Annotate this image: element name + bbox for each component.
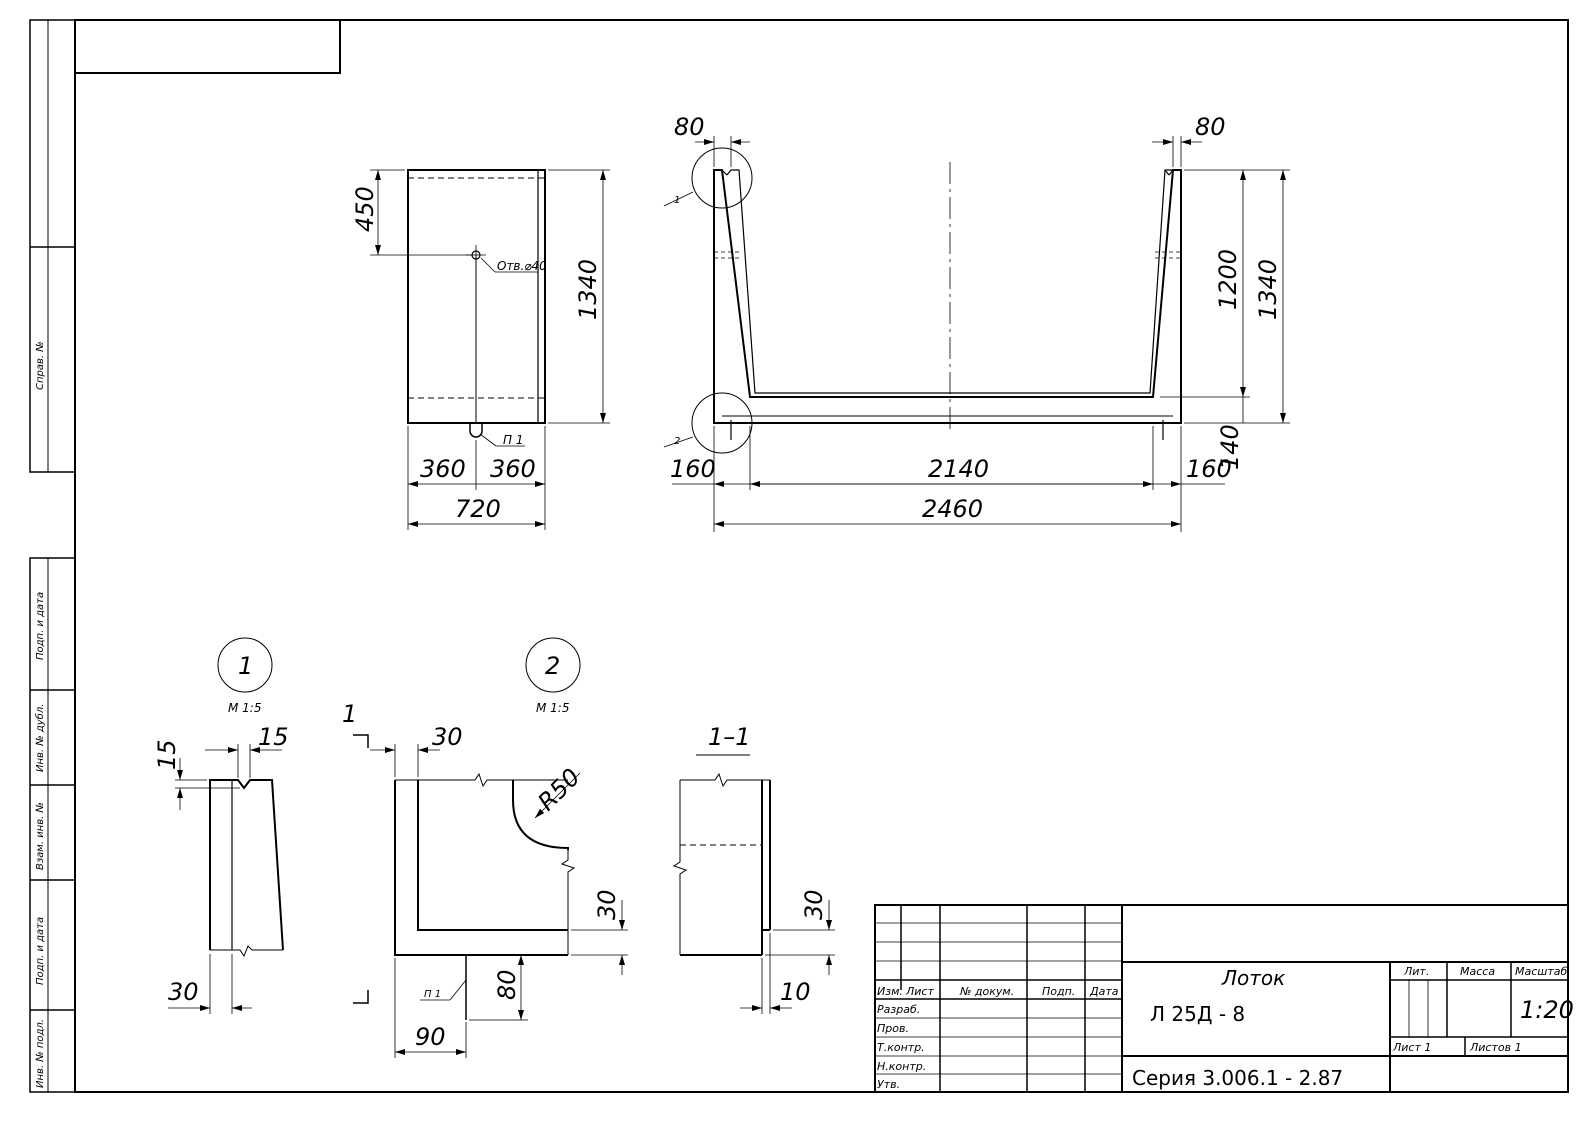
stamp-vzam-inv: Взам. инв. №	[35, 802, 46, 870]
detail-2-dim-90: 90	[415, 1023, 446, 1051]
row-razrab: Разраб.	[877, 1003, 920, 1016]
dim-1200: 1200	[1214, 249, 1242, 310]
sheet-frame	[29, 19, 1569, 1093]
dim-140: 140	[1216, 424, 1244, 470]
lit-label: Лит.	[1403, 965, 1429, 978]
section-dim-30: 30	[800, 889, 828, 920]
col-podp: Подп.	[1042, 985, 1075, 998]
sheets-label: Листов 1	[1469, 1041, 1522, 1054]
document-series: Серия 3.006.1 - 2.87	[1132, 1066, 1343, 1090]
document-name: Лоток	[1221, 966, 1285, 990]
side-view	[370, 169, 610, 530]
callout-2: 2	[674, 436, 680, 447]
stamp-podp-data-1: Подп. и дата	[35, 592, 46, 660]
dim-80-right: 80	[1195, 113, 1226, 141]
detail-2-p1-label: П 1	[424, 989, 441, 1000]
detail-2-dim-80: 80	[493, 969, 521, 1000]
section-cut-mark: 1	[342, 700, 357, 728]
dim-1340-side: 1340	[574, 259, 602, 320]
callout-1: 1	[674, 195, 680, 206]
hole-label: Отв.⌀40	[497, 259, 547, 273]
section-dim-10: 10	[780, 978, 811, 1006]
massa-label: Масса	[1460, 965, 1495, 978]
detail-1-dim-30: 30	[168, 978, 199, 1006]
side-stamp: Справ. № Подп. и дата Инв. № дубл. Взам.…	[34, 341, 46, 1088]
side-view-labels: 450 1340 360 360 720 Отв.⌀40 П 1	[351, 186, 602, 523]
dim-160-right: 160	[1186, 455, 1232, 483]
row-prov: Пров.	[877, 1022, 909, 1035]
dim-360-right: 360	[490, 455, 536, 483]
detail-2-dim-30-top: 30	[432, 723, 463, 751]
dim-720: 720	[455, 495, 501, 523]
dim-450: 450	[351, 186, 379, 232]
dim-360-left: 360	[420, 455, 466, 483]
title-block-labels: Изм. Лист № докум. Подп. Дата Разраб. Пр…	[877, 965, 1574, 1091]
section-1-1-labels: 1–1 30 10	[708, 723, 828, 1006]
front-view-labels: 80 80 1200 1340 140 160 160 2140 2460 1 …	[670, 113, 1282, 523]
detail-2-radius: R50	[532, 763, 585, 816]
detail-1	[168, 637, 284, 1014]
section-1-1	[672, 754, 835, 1014]
col-data: Дата	[1089, 985, 1119, 998]
row-utv: Утв.	[877, 1078, 900, 1091]
stamp-sprav: Справ. №	[35, 341, 46, 390]
dim-1340-front: 1340	[1254, 259, 1282, 320]
detail-2-number: 2	[545, 652, 560, 680]
title-block	[874, 904, 1569, 1093]
col-list: Лист	[905, 985, 934, 998]
col-doc: № докум.	[959, 985, 1014, 998]
detail-2-dim-30-right: 30	[593, 889, 621, 920]
stamp-inv-podl: Инв. № подл.	[35, 1019, 46, 1088]
document-designation: Л 25Д - 8	[1150, 1002, 1245, 1026]
dim-2460: 2460	[922, 495, 983, 523]
row-tkontr: Т.контр.	[877, 1041, 925, 1054]
side-p1-label: П 1	[503, 433, 523, 447]
stamp-inv-dubl: Инв. № дубл.	[34, 704, 46, 772]
detail-1-dim-15-v: 15	[153, 739, 181, 770]
detail-1-number: 1	[238, 652, 253, 680]
stamp-podp-data-2: Подп. и дата	[35, 917, 46, 985]
row-nkontr: Н.контр.	[877, 1060, 926, 1073]
detail-1-dim-15-h: 15	[258, 723, 289, 751]
detail-2-scale: М 1:5	[536, 701, 569, 715]
detail-2	[353, 637, 628, 1058]
col-izm: Изм.	[877, 985, 903, 998]
dim-160-left: 160	[670, 455, 716, 483]
detail-1-labels: 1 М 1:5 15 15 30	[153, 652, 289, 1006]
dim-2140: 2140	[928, 455, 989, 483]
detail-2-labels: 2 М 1:5 1 30 R50 30 80 90 П 1	[342, 652, 621, 1051]
detail-1-scale: М 1:5	[228, 701, 261, 715]
sheet-label: Лист 1	[1392, 1041, 1431, 1054]
masshtab-label: Масштаб	[1515, 965, 1567, 978]
front-view	[663, 136, 1290, 532]
dim-80-left: 80	[674, 113, 705, 141]
scale-value: 1:20	[1520, 996, 1574, 1024]
section-title: 1–1	[708, 723, 751, 751]
